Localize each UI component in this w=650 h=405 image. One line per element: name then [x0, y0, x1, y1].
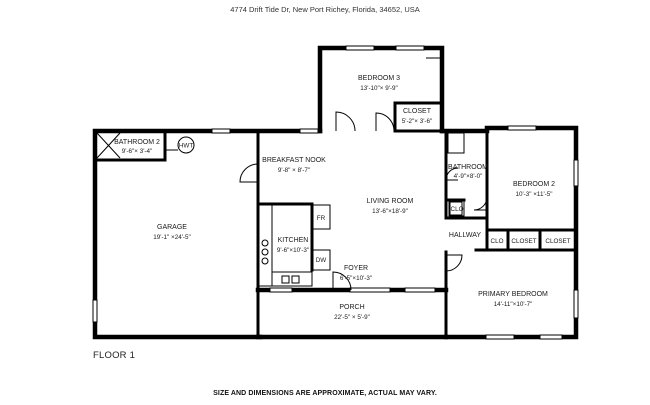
kitchen-name: KITCHEN — [278, 237, 309, 244]
windows — [92, 45, 579, 340]
door-swings — [165, 57, 488, 291]
hwt-label: HWT — [179, 143, 193, 150]
address-header: 4774 Drift Tide Dr, New Port Richey, Flo… — [230, 5, 420, 14]
clo-hall-label: CLO — [491, 238, 504, 245]
bathroom2-name: BATHROOM 2 — [114, 139, 160, 146]
closet-top-dims: 5'-2"× 3'-6" — [402, 118, 433, 125]
closet-hall-1-label: CLOSET — [511, 238, 536, 245]
floor-label: FLOOR 1 — [93, 350, 136, 361]
garage-dims: 19'-1" ×24'-5" — [153, 234, 191, 241]
bathroom2-dims: 9'-6"× 3'-4" — [122, 148, 153, 155]
bedroom2-name: BEDROOM 2 — [513, 181, 555, 188]
room-labels: BEDROOM 3 13'-10"× 9'-9" CLOSET 5'-2"× 3… — [114, 75, 571, 321]
closet-hall-2-label: CLOSET — [545, 238, 570, 245]
clo-bath-box — [448, 200, 465, 217]
fridge-label: FR — [317, 215, 326, 222]
primary-bedroom-name: PRIMARY BEDROOM — [478, 291, 548, 298]
bedroom3-dims: 13'-10"× 9'-9" — [360, 85, 398, 92]
porch-name: PORCH — [339, 304, 364, 311]
breakfast-nook-dims: 9'-8" × 8'-7" — [278, 167, 310, 174]
interior-walls — [93, 101, 578, 339]
living-room-name: LIVING ROOM — [367, 198, 414, 205]
foyer-name: FOYER — [344, 265, 368, 272]
kitchen-fixtures — [257, 203, 331, 287]
foyer-dims: 6'-5"×10'-3" — [340, 275, 372, 282]
primary-bedroom-dims: 14'-11"×10'-7" — [494, 301, 533, 308]
breakfast-nook-name: BREAKFAST NOOK — [262, 157, 326, 164]
disclaimer: SIZE AND DIMENSIONS ARE APPROXIMATE, ACT… — [213, 390, 437, 397]
bathroom-dims: 4'-9"×8'-0" — [454, 173, 483, 180]
porch-dims: 22'-5" × 5'-9" — [334, 314, 370, 321]
dishwasher-label: DW — [316, 257, 327, 264]
bath-fixtures — [96, 132, 465, 216]
clo-bath-label: CLO — [451, 206, 464, 213]
bedroom3-name: BEDROOM 3 — [358, 75, 400, 82]
kitchen-dims: 9'-6"×10'-3" — [277, 247, 309, 254]
living-room-dims: 13'-6"×18'-9" — [372, 208, 408, 215]
hallway-name: HALLWAY — [449, 232, 481, 239]
closet-top-name: CLOSET — [403, 108, 432, 115]
bathroom-name: BATHROOM — [448, 164, 488, 171]
garage-name: GARAGE — [157, 224, 187, 231]
bedroom2-dims: 10'-3" ×11'-5" — [515, 191, 552, 198]
